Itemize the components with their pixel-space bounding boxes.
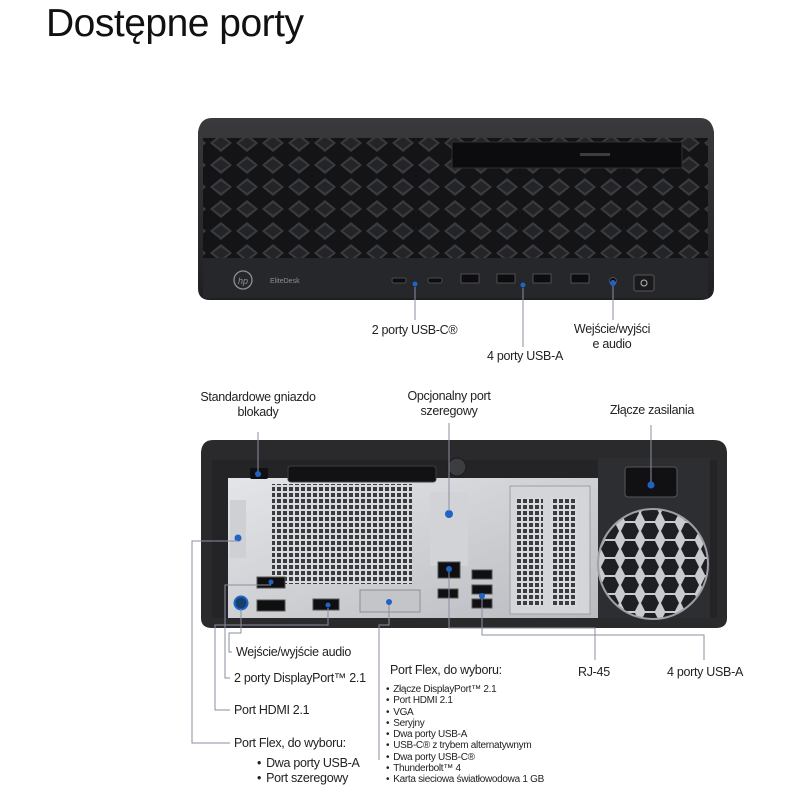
label-flex-mid-title: Port Flex, do wyboru:: [390, 663, 502, 677]
thumb-screw: [447, 457, 467, 477]
usb-a-port: [471, 569, 493, 580]
usb-a-port: [437, 588, 459, 599]
list-item: Dwa porty USB-A: [386, 729, 544, 740]
label-front-usb-a: 4 porty USB-A: [487, 349, 563, 363]
vent-grid: [272, 484, 412, 584]
usb-a-port: [496, 273, 516, 284]
rear-callouts: [191, 423, 705, 760]
usb-a-port: [460, 273, 480, 284]
label-front-usb-c: 2 porty USB-C®: [371, 323, 458, 337]
label-serial-port: Opcjonalny port szeregowy: [407, 389, 491, 418]
usb-c-port: [391, 277, 407, 284]
label-lock-slot: Standardowe gniazdo blokady: [200, 390, 316, 419]
label-flex-left-title: Port Flex, do wyboru:: [234, 736, 346, 750]
usb-a-port: [532, 273, 552, 284]
list-item: Złącze DisplayPort™ 2.1: [386, 684, 544, 695]
audio-jack: [233, 595, 249, 611]
list-item: Thunderbolt™ 4: [386, 763, 544, 774]
front-ports: [391, 273, 617, 285]
usb-a-port: [471, 584, 493, 595]
front-callouts: [414, 286, 614, 347]
brand-text: EliteDesk: [270, 278, 300, 285]
svg-text:hp: hp: [238, 276, 248, 286]
label-displayport: 2 porty DisplayPort™ 2.1: [234, 671, 366, 685]
list-item: Dwa porty USB-A: [257, 756, 360, 771]
usb-c-port: [427, 277, 443, 284]
page-title: Dostępne porty: [46, 2, 304, 45]
rear-view: [201, 440, 727, 628]
list-item: Port szeregowy: [257, 771, 360, 786]
label-rj45: RJ-45: [578, 665, 610, 679]
displayport: [256, 599, 286, 612]
psu-fan: [597, 508, 709, 620]
list-item: Seryjny: [386, 718, 544, 729]
label-rear-usb-a: 4 porty USB-A: [667, 665, 743, 679]
expansion-slot-top: [287, 465, 437, 483]
label-front-audio: Wejście/wyjści e audio: [573, 322, 651, 351]
front-view: hp EliteDesk: [198, 118, 714, 300]
label-hdmi: Port HDMI 2.1: [234, 703, 310, 717]
list-item: Port HDMI 2.1: [386, 695, 544, 706]
flex-left-list: Dwa porty USB-A Port szeregowy: [257, 756, 360, 786]
list-item: VGA: [386, 707, 544, 718]
label-rear-audio: Wejście/wyjście audio: [236, 645, 352, 659]
flex-mid-list: Złącze DisplayPort™ 2.1 Port HDMI 2.1 VG…: [386, 684, 544, 786]
hp-logo-icon: [233, 270, 253, 290]
optical-bay: [451, 141, 683, 169]
usb-a-port: [570, 273, 590, 284]
list-item: Dwa porty USB-C®: [386, 752, 544, 763]
label-power-connector: Złącze zasilania: [609, 403, 695, 417]
list-item: Karta sieciowa światłowodowa 1 GB: [386, 774, 544, 785]
power-button-icon: [640, 279, 648, 287]
list-item: USB-C® z trybem alternatywnym: [386, 740, 544, 751]
